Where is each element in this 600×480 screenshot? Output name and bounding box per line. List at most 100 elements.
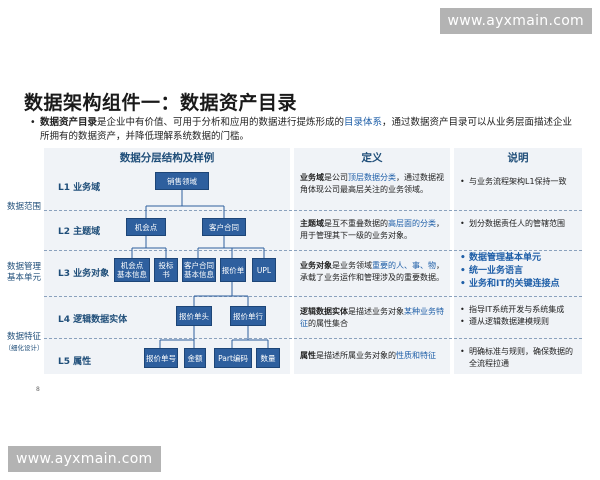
note-l3-row-2: •统一业务语言 <box>460 265 578 278</box>
note-l5-row: • 明确标准与规则，确保数据的全流程拉通 <box>460 346 578 370</box>
definition-header: 定义 <box>361 152 383 164</box>
note-l4-row-2: •遵从逻辑数据建模规则 <box>460 316 578 328</box>
node-opportunity-basic-info: 机会点 基本信息 <box>114 258 150 282</box>
note-l1-text: 与业务流程架构L1保持一致 <box>469 177 567 186</box>
side-label-scope: 数据范围 <box>6 202 41 212</box>
level-l1: L1 业务域 <box>58 183 101 193</box>
definition-l5-term: 属性 <box>300 351 316 360</box>
level-l2: L2 主题域 <box>58 227 101 237</box>
definition-l1-a: 是公司 <box>324 173 348 182</box>
definition-l3: 业务对象是业务领域重要的人、事、物，承载了业务运作和管理涉及的重要数据。 <box>300 260 444 284</box>
definition-l4-term: 逻辑数据实体 <box>300 307 348 316</box>
note-l3-row-3: •业务和IT的关键连接点 <box>460 278 578 291</box>
definition-l4-hl: 某种业务特征 <box>300 307 444 328</box>
definition-panel <box>294 148 450 374</box>
definition-l5: 属性是描述所属业务对象的性质和特征 <box>300 350 444 362</box>
node-quote-header: 报价单头 <box>176 306 212 326</box>
definition-l3-a: 是业务领域 <box>332 261 372 270</box>
node-bid-document: 投标书 <box>154 258 178 282</box>
bullet-mark: • <box>30 117 36 128</box>
node-quote-line: 报价单行 <box>230 306 266 326</box>
note-l3-text-1: 数据管理基本单元 <box>469 253 542 263</box>
definition-l2-a: 是互不重叠数据的 <box>324 219 388 228</box>
definition-l2-term: 主题域 <box>300 219 324 228</box>
definition-l2-b: ，用于管理其下一级的业务对象。 <box>300 219 444 240</box>
divider-l1-l2 <box>44 210 582 211</box>
note-l5-text: 明确标准与规则，确保数据的全流程拉通 <box>469 347 573 368</box>
definition-l3-term: 业务对象 <box>300 261 332 270</box>
note-l2-text: 划分数据责任人的管辖范围 <box>469 219 565 228</box>
node-part-code: Part编码 <box>214 348 252 368</box>
level-l5: L5 属性 <box>58 357 92 367</box>
note-l4-text-1: 指导IT系统开发与系统集成 <box>469 305 565 314</box>
note-l3-row-1: •数据管理基本单元 <box>460 252 578 265</box>
note-l2-row: • 划分数据责任人的管辖范围 <box>460 218 578 230</box>
definition-l1: 业务域是公司顶层数据分类，通过数据视角体现公司最高层关注的业务领域。 <box>300 172 444 196</box>
node-quote-number: 报价单号 <box>144 348 178 368</box>
note-l1-row: • 与业务流程架构L1保持一致 <box>460 176 578 188</box>
node-quote: 报价单 <box>220 258 246 282</box>
level-l4: L4 逻辑数据实体 <box>58 315 128 325</box>
definition-l1-b: ，通过数据视角体现公司最高层关注的业务领域。 <box>300 173 444 194</box>
note-panel <box>454 148 582 374</box>
side-label-feature-2: （细化设计） <box>4 344 44 352</box>
level-l3: L3 业务对象 <box>58 269 110 279</box>
note-l3-text-2: 统一业务语言 <box>469 266 524 276</box>
definition-l4-a: 是描述业务对象 <box>348 307 404 316</box>
node-contract-basic-info: 客户合同 基本信息 <box>182 258 216 282</box>
definition-l4: 逻辑数据实体是描述业务对象某种业务特征的属性集合 <box>300 306 444 330</box>
note-bullet: • <box>460 266 466 276</box>
node-contract-basic-info-2: 基本信息 <box>184 270 214 279</box>
node-sales-domain: 销售领域 <box>155 172 209 190</box>
note-l5: • 明确标准与规则，确保数据的全流程拉通 <box>460 346 578 370</box>
note-l1: • 与业务流程架构L1保持一致 <box>460 176 578 188</box>
note-l4-row-1: • 指导IT系统开发与系统集成 <box>460 304 578 316</box>
divider-l2-l3 <box>44 250 582 251</box>
node-amount: 金额 <box>184 348 206 368</box>
note-bullet: • <box>460 279 466 289</box>
definition-l2-hl: 高层面的分类 <box>388 219 436 228</box>
side-label-mgmt: 数据管理 基本单元 <box>2 262 46 284</box>
side-label-mgmt-1: 数据管理 <box>6 262 41 272</box>
definition-l4-b: 的属性集合 <box>308 319 348 328</box>
note-bullet: • <box>460 305 465 314</box>
node-opportunity-basic-info-2: 基本信息 <box>117 270 147 279</box>
definition-l1-hl: 顶层数据分类 <box>348 173 396 182</box>
diagram-header: 数据分层结构及样例 <box>119 152 215 164</box>
definition-l2: 主题域是互不重叠数据的高层面的分类，用于管理其下一级的业务对象。 <box>300 218 444 242</box>
definition-l5-a: 是描述所属业务对象的 <box>316 351 396 360</box>
bullet-text-a: 是企业中有价值、可用于分析和应用的数据进行提炼形成的 <box>97 117 345 128</box>
node-customer-contract: 客户合同 <box>202 218 246 236</box>
node-upl: UPL <box>252 258 276 282</box>
divider-l3-l4 <box>44 296 582 297</box>
note-header: 说明 <box>507 152 529 164</box>
definition-l3-hl: 重要的人、事、物 <box>372 261 436 270</box>
definition-l1-term: 业务域 <box>300 173 324 182</box>
node-contract-basic-info-1: 客户合同 <box>184 261 214 270</box>
note-bullet: • <box>460 219 465 228</box>
node-opportunity: 机会点 <box>126 218 166 236</box>
definition-l3-b: ，承载了业务运作和管理涉及的重要数据。 <box>300 261 444 282</box>
page-number: 8 <box>36 386 40 393</box>
side-label-feature: 数据特征 （细化设计） <box>2 332 46 354</box>
note-l3: •数据管理基本单元 •统一业务语言 •业务和IT的关键连接点 <box>460 252 578 291</box>
bullet-term: 数据资产目录 <box>40 117 98 128</box>
watermark-bottom: www.ayxmain.com <box>8 446 161 472</box>
side-label-mgmt-2: 基本单元 <box>6 273 41 283</box>
side-label-feature-1: 数据特征 <box>6 332 41 342</box>
note-bullet: • <box>460 177 465 186</box>
node-quantity: 数量 <box>256 348 280 368</box>
node-opportunity-basic-info-1: 机会点 <box>120 261 144 270</box>
divider-l4-l5 <box>44 338 582 339</box>
note-l2: • 划分数据责任人的管辖范围 <box>460 218 578 230</box>
watermark-top: www.ayxmain.com <box>439 8 592 34</box>
note-l4-text-2: 遵从逻辑数据建模规则 <box>469 317 549 326</box>
note-l4: • 指导IT系统开发与系统集成 •遵从逻辑数据建模规则 <box>460 304 578 328</box>
note-l3-text-3: 业务和IT的关键连接点 <box>469 279 560 289</box>
intro-bullet: • 数据资产目录是企业中有价值、可用于分析和应用的数据进行提炼形成的目录体系，通… <box>30 116 580 144</box>
note-bullet: • <box>460 347 465 356</box>
note-bullet: • <box>460 253 466 263</box>
page-title: 数据架构组件一：数据资产目录 <box>24 92 298 114</box>
definition-l5-hl: 性质和特征 <box>396 351 436 360</box>
